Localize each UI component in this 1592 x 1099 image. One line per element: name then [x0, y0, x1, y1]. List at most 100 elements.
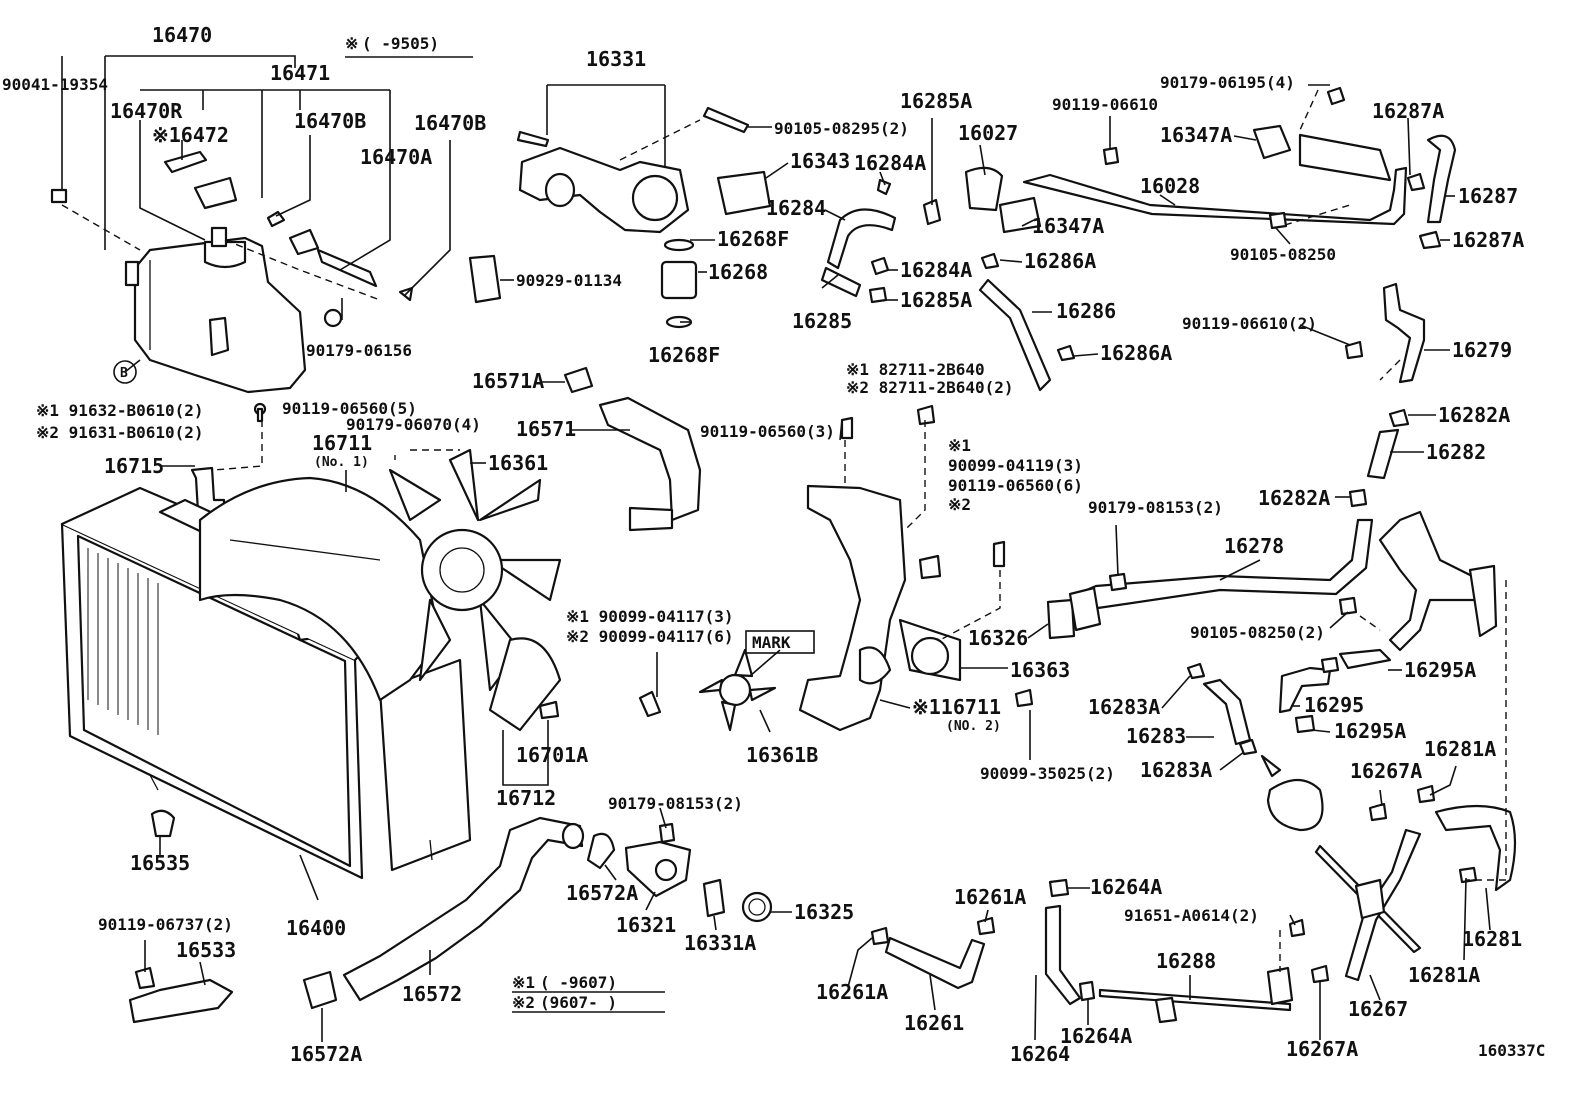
part-label: 16284A [900, 258, 972, 282]
part-label: 16325 [794, 900, 854, 924]
part-label: 16347A [1160, 123, 1232, 147]
part-label: 16264A [1060, 1024, 1132, 1048]
top-range-mark: ※ [345, 34, 358, 53]
part-label: 90179-06156 [306, 341, 412, 360]
part-label: 16287A [1452, 228, 1524, 252]
hoses-16283-16295-drawing [1186, 656, 1340, 832]
part-label: 16282 [1426, 440, 1486, 464]
part-label: 16295 [1304, 693, 1364, 717]
part-label: 16261A [954, 885, 1026, 909]
part-label: 16268 [708, 260, 768, 284]
part-label: 16470 [152, 23, 212, 47]
part-label: 16285A [900, 288, 972, 312]
part-label: 90105-08295(2) [774, 119, 909, 138]
part-label: 90119-06737(2) [98, 915, 233, 934]
part-label: ※1 82711-2B640 [846, 360, 985, 379]
part-label: 16361B [746, 743, 818, 767]
part-label: 16533 [176, 938, 236, 962]
part-label: 16711 [312, 431, 372, 455]
circle-b [113, 360, 137, 384]
part-label: 90119-06610(2) [1182, 314, 1317, 333]
part-label: 16571A [472, 369, 544, 393]
part-label: 16282A [1438, 403, 1510, 427]
part-label: 16028 [1140, 174, 1200, 198]
part-label: 16267A [1286, 1037, 1358, 1061]
part-label: 16470R [110, 99, 183, 123]
part-label: ※1 [948, 436, 971, 455]
legend1-text: ( -9607) [540, 973, 617, 992]
pipe-16278-drawing [1046, 510, 1498, 670]
part-label: 16285A [900, 89, 972, 113]
part-label: 16267A [1350, 759, 1422, 783]
part-label: 16288 [1156, 949, 1216, 973]
part-label: 16286 [1056, 299, 1116, 323]
lower-hose-16572-drawing [302, 816, 773, 1010]
part-label: 16261 [904, 1011, 964, 1035]
part-label: 16027 [958, 121, 1018, 145]
part-label: 16572 [402, 982, 462, 1006]
lower-hoses-16267-16281-drawing [1310, 784, 1517, 984]
part-label: 16535 [130, 851, 190, 875]
legend1-mark: ※1 [512, 973, 535, 992]
part-label: 16283A [1140, 758, 1212, 782]
part-label: 16400 [286, 916, 346, 940]
part-label: 16283 [1126, 724, 1186, 748]
hose-16287-drawing [1406, 134, 1457, 250]
part-label: 16283A [1088, 695, 1160, 719]
part-label: 90179-06070(4) [346, 415, 481, 434]
part-label: 90119-06560(5) [282, 399, 417, 418]
part-label: 16343 [790, 149, 850, 173]
part-label: 16331 [586, 47, 646, 71]
part-label: 16286A [1100, 341, 1172, 365]
part-label: 16701A [516, 743, 588, 767]
part-label: 16281A [1408, 963, 1480, 987]
part-label: 90105-08250(2) [1190, 623, 1325, 642]
hose-16571-drawing [563, 366, 702, 532]
part-label: 16284A [854, 151, 926, 175]
part-label: 16295A [1334, 719, 1406, 743]
cap-and-hose-drawing [50, 150, 414, 328]
part-label: ※2 [948, 495, 971, 514]
bracket-16715-drawing [190, 402, 267, 514]
part-label: 16281 [1462, 927, 1522, 951]
part-label: 16284 [766, 196, 826, 220]
part-label: 16282A [1258, 486, 1330, 510]
part-label: 90099-04119(3) [948, 456, 1083, 475]
part-label: 16287 [1458, 184, 1518, 208]
part-label: 90929-01134 [516, 271, 622, 290]
reservoir-tank-drawing [124, 226, 307, 394]
part-label: ※1 90099-04117(3) [566, 607, 734, 626]
mark-box-text: MARK [752, 633, 791, 652]
part-label: 90099-35025(2) [980, 764, 1115, 783]
part-label: 90105-08250 [1230, 245, 1336, 264]
part-label: 90179-08153(2) [608, 794, 743, 813]
dashed-reference-lines [61, 89, 1507, 972]
part-label: 90041-19354 [2, 75, 108, 94]
legend2-text: (9607- ) [540, 993, 617, 1012]
part-label: 16326 [968, 626, 1028, 650]
part-label: (NO. 2) [946, 719, 1001, 734]
part-label: 16286A [1024, 249, 1096, 273]
part-label: 16321 [616, 913, 676, 937]
bypass-pipe-16028-drawing [1022, 86, 1408, 230]
part-label: 90119-06560(6) [948, 476, 1083, 495]
part-label: 16572A [566, 881, 638, 905]
part-label: 16571 [516, 417, 576, 441]
misc-small-parts-drawing [128, 416, 1006, 1024]
legend2-mark: ※2 [512, 993, 535, 1012]
radiator-core-hatch [87, 548, 159, 735]
part-label: 16712 [496, 786, 556, 810]
part-label: 90179-06195(4) [1160, 73, 1295, 92]
part-labels: ※ ( -9505) ※1 ( -9607) ※2 (9607- ) 16033… [2, 23, 1545, 1066]
part-label: 16715 [104, 454, 164, 478]
bracket-16711-no2-drawing [798, 404, 1034, 732]
mark-box [745, 630, 815, 654]
part-label: 16470A [360, 145, 432, 169]
part-label: 16572A [290, 1042, 362, 1066]
part-label: ※2 82711-2B640(2) [846, 378, 1014, 397]
lower-pipes-16261-16264-16288-drawing [870, 878, 1306, 1024]
part-label: 16268F [717, 227, 789, 251]
part-label: 16363 [1010, 658, 1070, 682]
part-label: 90179-08153(2) [1088, 498, 1223, 517]
